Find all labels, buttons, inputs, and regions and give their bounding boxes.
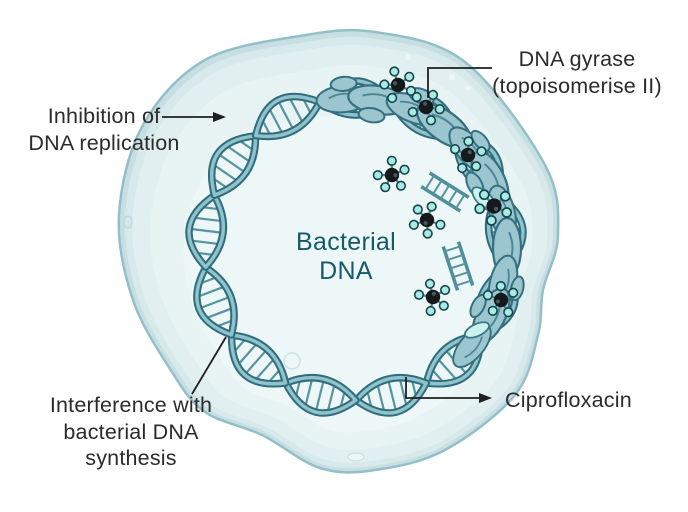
- label-interference-line1: Interference with: [49, 393, 213, 417]
- gyrase-connector-line: [427, 67, 492, 98]
- ciprofloxacin-arrowhead-icon: [479, 393, 492, 403]
- interference-connector-line: [191, 336, 227, 395]
- label-bacterial-dna-line1: Bacterial: [296, 228, 396, 256]
- label-inhibition: Inhibition of DNA replication: [16, 103, 192, 157]
- label-dna-gyrase: DNA gyrase (topoisomerise II): [472, 46, 682, 100]
- label-ciprofloxacin: Ciprofloxacin: [505, 387, 680, 414]
- label-dna-gyrase-line1: DNA gyrase: [518, 47, 636, 71]
- label-interference: Interference with bacterial DNA synthesi…: [26, 392, 236, 472]
- enzyme-highlight: [464, 321, 490, 339]
- ciprofloxacin-connector-line: [405, 377, 480, 399]
- label-inhibition-line2: DNA replication: [28, 131, 180, 155]
- inhibition-arrowhead-icon: [213, 112, 226, 122]
- gyrase-lobe: [441, 119, 499, 181]
- label-interference-line2: bacterial DNA: [63, 419, 199, 444]
- label-interference-line3: synthesis: [85, 446, 177, 470]
- gyrase-lobe: [345, 80, 411, 124]
- connectors: [162, 67, 492, 403]
- label-dna-gyrase-line2: (topoisomerise II): [492, 74, 662, 98]
- label-bacterial-dna: Bacterial DNA: [268, 228, 424, 286]
- gyrase-lobe: [314, 75, 372, 116]
- label-ciprofloxacin-text: Ciprofloxacin: [505, 388, 632, 412]
- label-bacterial-dna-line2: DNA: [319, 257, 373, 285]
- label-inhibition-line1: Inhibition of: [47, 104, 161, 128]
